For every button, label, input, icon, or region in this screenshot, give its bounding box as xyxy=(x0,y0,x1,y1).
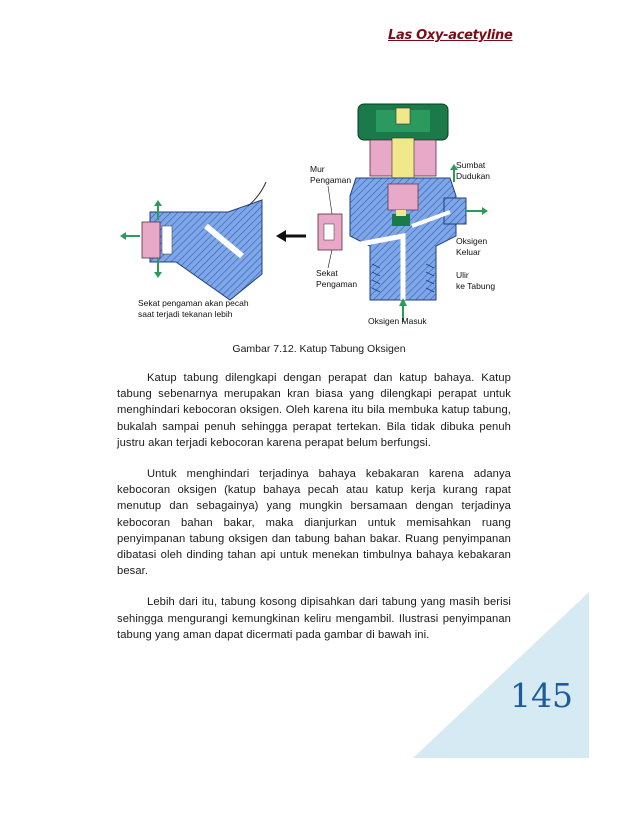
label-oksigen-masuk: Oksigen Masuk xyxy=(368,316,427,326)
valve-illustration: Mur Pengaman Sumbat Dudukan Oksigen Kelu… xyxy=(120,103,495,326)
label-oksigen: Oksigen xyxy=(456,236,487,246)
label-ke-tabung: ke Tabung xyxy=(456,281,495,291)
body-text: Katup tabung dilengkapi dengan perapat d… xyxy=(117,370,511,658)
label-pengaman-2: Pengaman xyxy=(316,279,357,289)
label-sumbat: Sumbat xyxy=(456,160,486,170)
paragraph-2: Untuk menghindari terjadinya bahaya keba… xyxy=(117,468,511,578)
label-mur: Mur xyxy=(310,164,325,174)
corner-decoration xyxy=(413,592,589,758)
label-sekat: Sekat xyxy=(316,268,338,278)
label-pengaman: Pengaman xyxy=(310,175,351,185)
page-number: 145 xyxy=(510,676,573,715)
paragraph-3: Lebih dari itu, tabung kosong dipisahkan… xyxy=(117,596,511,641)
label-dudukan: Dudukan xyxy=(456,171,490,181)
note-line-1: Sekat pengaman akan pecah xyxy=(138,298,249,308)
safety-disc-detail xyxy=(120,181,306,301)
running-header: Las Oxy-acetyline xyxy=(388,28,513,43)
figure-caption: Gambar 7.12. Katup Tabung Oksigen xyxy=(232,343,406,355)
pointer-arrow-icon xyxy=(276,230,286,242)
paragraph-1: Katup tabung dilengkapi dengan perapat d… xyxy=(117,372,511,449)
label-ulir: Ulir xyxy=(456,270,469,280)
note-line-2: saat terjadi tekanan lebih xyxy=(138,309,233,319)
label-keluar: Keluar xyxy=(456,247,481,257)
valve-body xyxy=(317,103,488,322)
